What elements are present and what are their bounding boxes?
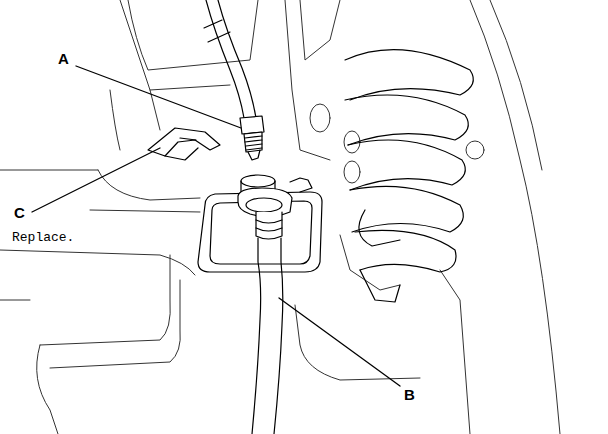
leader-line: [279, 298, 400, 386]
retaining-clip: [148, 128, 220, 160]
note-text: Replace.: [12, 231, 74, 244]
leader-line: [32, 148, 160, 212]
leader-line: [76, 66, 241, 128]
callout-letter: A: [58, 51, 69, 66]
body-structure: [0, 0, 560, 434]
brake-pipe: [204, 0, 256, 118]
brake-hose: [198, 175, 322, 434]
callout-letter: C: [14, 205, 25, 220]
callout-letter: B: [404, 387, 415, 402]
coil-spring: [345, 50, 473, 302]
flare-nut: [240, 116, 264, 160]
leader-lines: [32, 66, 400, 386]
